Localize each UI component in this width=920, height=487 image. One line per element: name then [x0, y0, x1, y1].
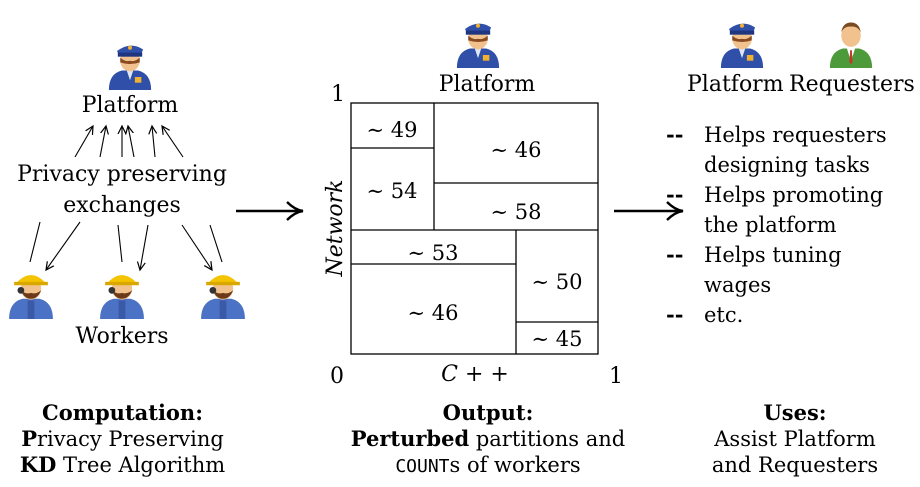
left-platform-label: Platform — [81, 93, 179, 118]
exchanges-line1: Privacy preserving — [17, 162, 227, 187]
cell-label: ∼ 46 — [407, 301, 459, 325]
cell-label: ∼ 50 — [531, 270, 583, 294]
bullet-line1: Helps promoting — [704, 183, 884, 207]
uses-bullet-list: -- Helps requesters designing tasks -- Hel… — [666, 120, 887, 330]
left-caption-title: Computation: — [42, 400, 203, 425]
list-item: -- Helps promoting — [666, 180, 887, 210]
cell-label: ∼ 49 — [366, 118, 418, 142]
middle-caption-title: Output: — [442, 400, 534, 425]
middle-caption-line2-rest: partitions and — [469, 427, 626, 451]
middle-caption-line2-bold: Perturbed — [350, 426, 470, 451]
bullet-line2: the platform — [704, 213, 837, 237]
workers-label: Workers — [75, 324, 169, 349]
cell-label: ∼ 45 — [531, 327, 583, 351]
requesters-label: Requesters — [789, 72, 915, 97]
cell-label: ∼ 54 — [366, 179, 418, 203]
bullet-line1: Helps tuning — [704, 243, 842, 267]
tick-origin: 0 — [330, 364, 344, 389]
bullet-line2: wages — [704, 273, 772, 297]
cell-label: ∼ 58 — [490, 200, 542, 224]
left-caption-line2-bold: P — [21, 426, 37, 451]
list-item: -- Helps tuning — [666, 240, 887, 270]
bullet-marker: -- — [666, 182, 684, 207]
bullet-line2: designing tasks — [704, 153, 870, 177]
right-caption: Uses: Assist Platform and Requesters — [680, 400, 910, 478]
bullet-marker: -- — [666, 242, 684, 267]
middle-caption: Output: Perturbed partitions and COUNTs … — [323, 400, 653, 480]
cell-label: ∼ 46 — [490, 138, 542, 162]
tick-y-top: 1 — [331, 82, 345, 107]
right-caption-line2: Assist Platform — [714, 427, 876, 451]
left-caption-line3-bold: KD — [19, 452, 57, 477]
exchanges-line2: exchanges — [63, 193, 181, 218]
tick-x-right: 1 — [609, 364, 623, 389]
middle-platform-label: Platform — [438, 72, 536, 97]
list-item: -- Helps requesters — [666, 120, 887, 150]
left-caption-line2-rest: rivacy Preserving — [36, 427, 224, 451]
bullet-line1: Helps requesters — [704, 123, 887, 147]
axis-x-label: C + + — [441, 362, 509, 387]
middle-caption-line3-rest: s of workers — [449, 453, 581, 477]
right-caption-line3: and Requesters — [711, 453, 879, 477]
bullet-marker: -- — [666, 302, 684, 327]
right-caption-title: Uses: — [763, 400, 827, 425]
middle-caption-line3-mono: COUNT — [395, 456, 450, 477]
bullet-line1: etc. — [704, 303, 744, 327]
list-item: -- etc. — [666, 300, 887, 330]
cell-label: ∼ 53 — [407, 241, 459, 265]
bullet-marker: -- — [666, 122, 684, 147]
right-platform-police-icon — [720, 23, 764, 69]
left-caption: Computation: Privacy Preserving KD Tree … — [0, 400, 245, 478]
right-platform-label: Platform — [687, 72, 784, 97]
requester-icon — [829, 22, 873, 68]
left-caption-line3-rest: Tree Algorithm — [56, 453, 226, 477]
